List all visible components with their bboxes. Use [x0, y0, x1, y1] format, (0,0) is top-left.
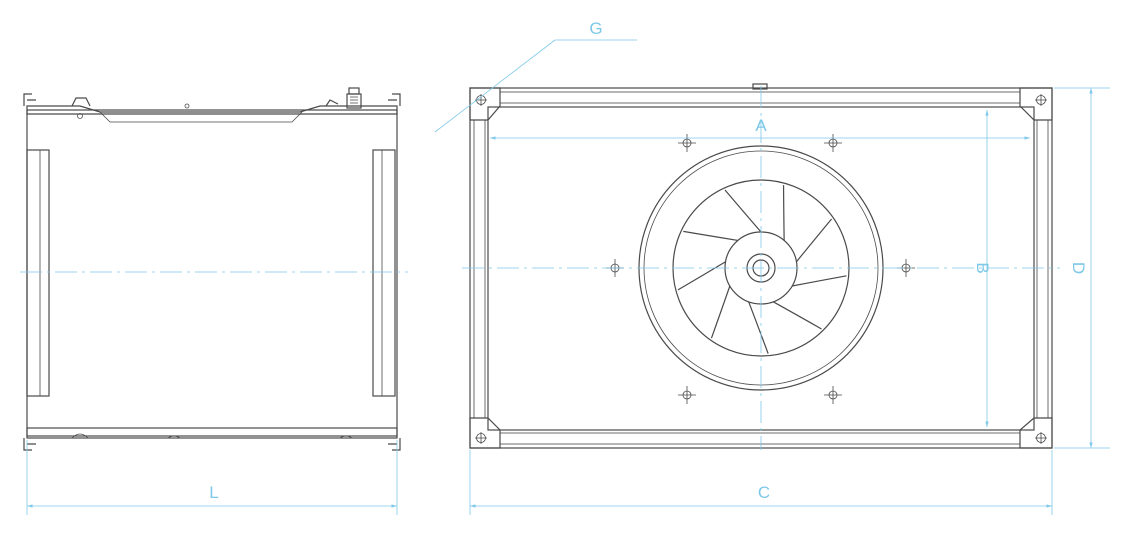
side-clip-top-left-2	[71, 97, 91, 107]
mounting-hole-icon	[678, 134, 696, 152]
side-clip-bottom-left	[23, 438, 36, 451]
fan-blades	[677, 185, 847, 354]
side-clip-top-right-2	[325, 99, 339, 107]
dimension-label-a: A	[755, 116, 767, 135]
side-flange-left-inner	[39, 149, 50, 397]
mounting-hole-icon	[824, 386, 842, 404]
dimension-l: L	[26, 440, 398, 515]
side-clip-top-left	[23, 93, 36, 106]
side-bottom-detail	[71, 433, 353, 439]
front-frame-edge	[499, 91, 1021, 104]
side-clip-top-right	[388, 93, 401, 106]
side-flange-right-inner	[372, 149, 383, 397]
dimension-d: D	[1054, 87, 1110, 449]
corner-bracket-bottom-left	[469, 417, 501, 449]
corner-bracket-bottom-right	[1019, 417, 1053, 449]
dimension-label-c: C	[758, 483, 770, 502]
mounting-hole-icon	[678, 386, 696, 404]
side-bottom-rail	[26, 427, 398, 439]
front-frame-edge-right	[1036, 119, 1049, 419]
dimension-label-b: B	[973, 262, 992, 273]
side-flange-left	[26, 149, 50, 397]
dimension-label-d: D	[1069, 262, 1088, 274]
side-top-cover	[99, 111, 303, 123]
dimension-c: C	[469, 450, 1053, 515]
side-top-rail	[26, 105, 398, 115]
side-clip-bottom-right	[388, 438, 401, 451]
dimension-label-l: L	[209, 483, 218, 502]
corner-bracket-top-right	[1019, 87, 1053, 121]
cable-gland-icon	[346, 87, 362, 109]
front-view	[462, 83, 1060, 450]
dimension-b: B	[973, 110, 992, 427]
front-gland-icon	[752, 83, 768, 90]
mounting-hole-icon	[824, 134, 842, 152]
side-flange-right	[372, 149, 396, 397]
dimension-a: A	[490, 116, 1030, 140]
callout-label-g: G	[589, 19, 602, 38]
front-frame-edge-bottom	[499, 432, 1021, 445]
leader-g: G	[434, 19, 637, 133]
side-body	[26, 109, 398, 437]
side-view	[20, 87, 408, 451]
corner-bracket-top-left	[469, 87, 501, 121]
front-frame-edge-left	[473, 119, 486, 419]
screw-icon	[77, 113, 83, 119]
screw-icon	[184, 103, 190, 109]
